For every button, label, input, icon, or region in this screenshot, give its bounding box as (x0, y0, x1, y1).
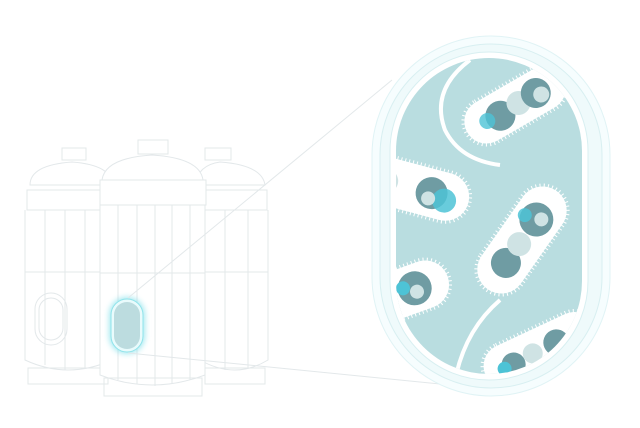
magnification-lines (127, 79, 441, 385)
magnified-porthole (371, 35, 611, 397)
tank-left (24, 147, 113, 385)
bacterium (474, 183, 570, 297)
tank-center (99, 139, 207, 397)
bacterium (396, 257, 453, 326)
small-porthole (109, 297, 145, 354)
